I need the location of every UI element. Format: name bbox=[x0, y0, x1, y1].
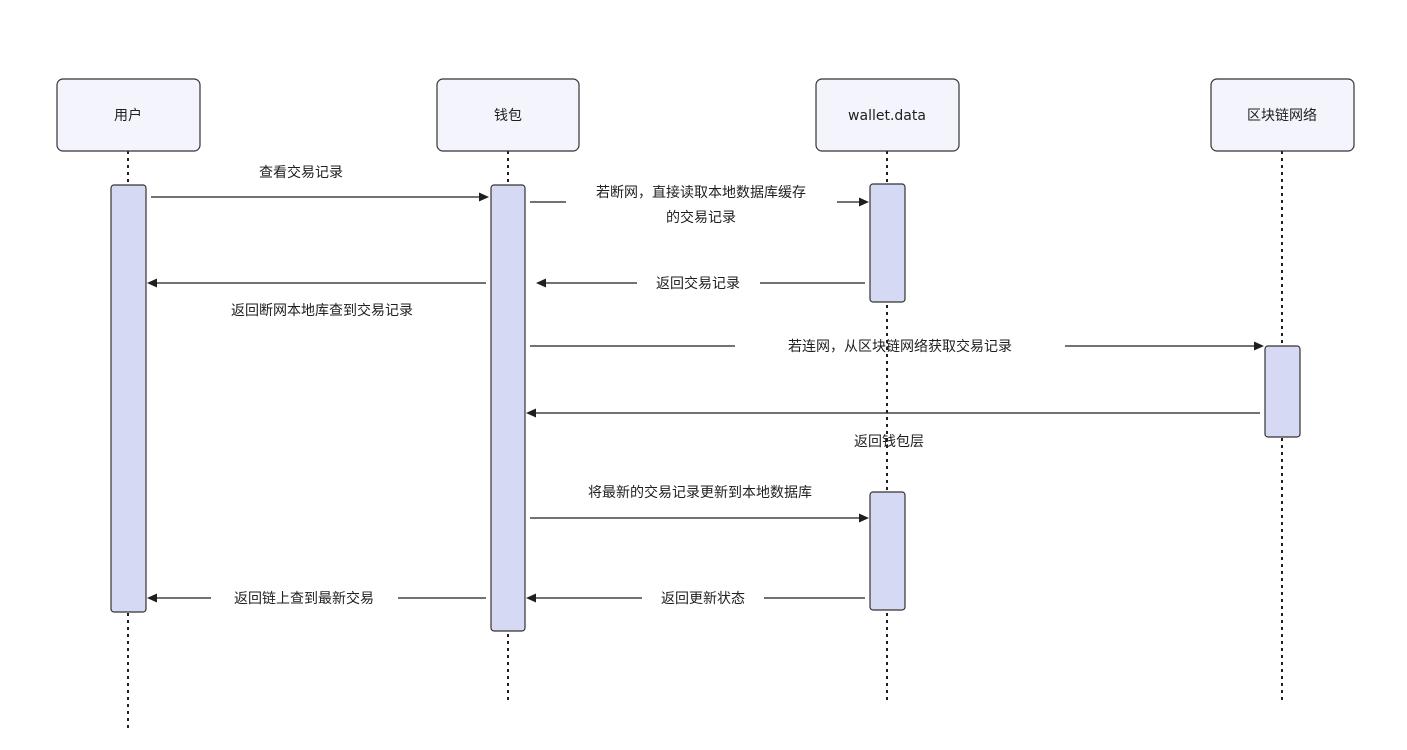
message-m7-label: 将最新的交易记录更新到本地数据库 bbox=[588, 484, 812, 501]
activation-user bbox=[110, 184, 147, 613]
message-m2: 若断网，直接读取本地数据库缓存 的交易记录 bbox=[530, 184, 869, 226]
message-m9: 返回链上查到最新交易 bbox=[147, 590, 486, 607]
message-m4: 返回断网本地库查到交易记录 bbox=[147, 278, 486, 319]
participant-user: 用户 bbox=[56, 78, 201, 152]
message-m8: 返回更新状态 bbox=[526, 591, 865, 607]
participant-chain: 区块链网络 bbox=[1210, 78, 1355, 152]
activation-walletdata-2 bbox=[869, 491, 906, 611]
message-m6-label: 返回钱包层 bbox=[854, 434, 924, 450]
message-m1-label: 查看交易记录 bbox=[259, 164, 343, 181]
participant-walletdata-label: wallet.data bbox=[848, 108, 926, 124]
activation-chain bbox=[1264, 345, 1301, 438]
message-m9-label: 返回链上查到最新交易 bbox=[234, 590, 374, 607]
message-m3: 返回交易记录 bbox=[536, 275, 865, 292]
participant-walletdata: wallet.data bbox=[815, 78, 960, 152]
message-m8-label: 返回更新状态 bbox=[661, 591, 745, 607]
message-m5-label: 若连网，从区块链网络获取交易记录 bbox=[788, 338, 1012, 355]
participant-wallet: 钱包 bbox=[436, 78, 580, 152]
message-m7: 将最新的交易记录更新到本地数据库 bbox=[530, 484, 869, 523]
message-m4-label: 返回断网本地库查到交易记录 bbox=[231, 302, 413, 319]
participant-user-label: 用户 bbox=[114, 107, 142, 124]
message-m1: 查看交易记录 bbox=[151, 164, 489, 202]
activation-wallet bbox=[490, 184, 526, 632]
message-m5: 若连网，从区块链网络获取交易记录 bbox=[530, 338, 1264, 355]
message-m2-label-line1: 若断网，直接读取本地数据库缓存 bbox=[596, 184, 806, 201]
message-m6: 返回钱包层 bbox=[526, 408, 1260, 450]
participant-wallet-label: 钱包 bbox=[494, 108, 522, 124]
participant-chain-label: 区块链网络 bbox=[1247, 108, 1317, 124]
message-m3-label: 返回交易记录 bbox=[656, 275, 740, 292]
message-m2-label-line2: 的交易记录 bbox=[666, 209, 736, 226]
activation-walletdata-1 bbox=[869, 183, 906, 303]
